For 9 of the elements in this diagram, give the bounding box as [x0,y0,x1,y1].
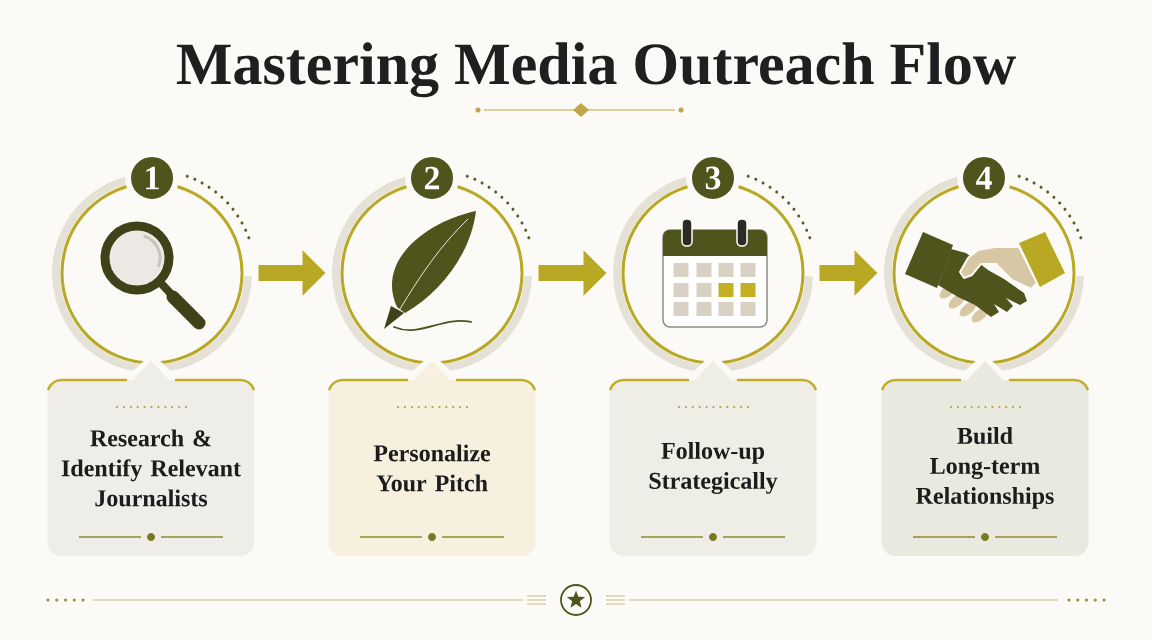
number-badge: 3 [686,151,740,205]
step-card: Build Long-term Relationships [881,361,1089,556]
number-badge: 1 [125,151,179,205]
step-card: Follow-up Strategically [609,361,817,556]
title: Mastering Media Outreach Flow [176,42,1016,98]
number-badge: 4 [957,151,1011,205]
step-card: Research & Identify Relevant Journalists [47,361,255,556]
number-badge: 2 [405,151,459,205]
step-card: Personalize Your Pitch [328,361,536,556]
